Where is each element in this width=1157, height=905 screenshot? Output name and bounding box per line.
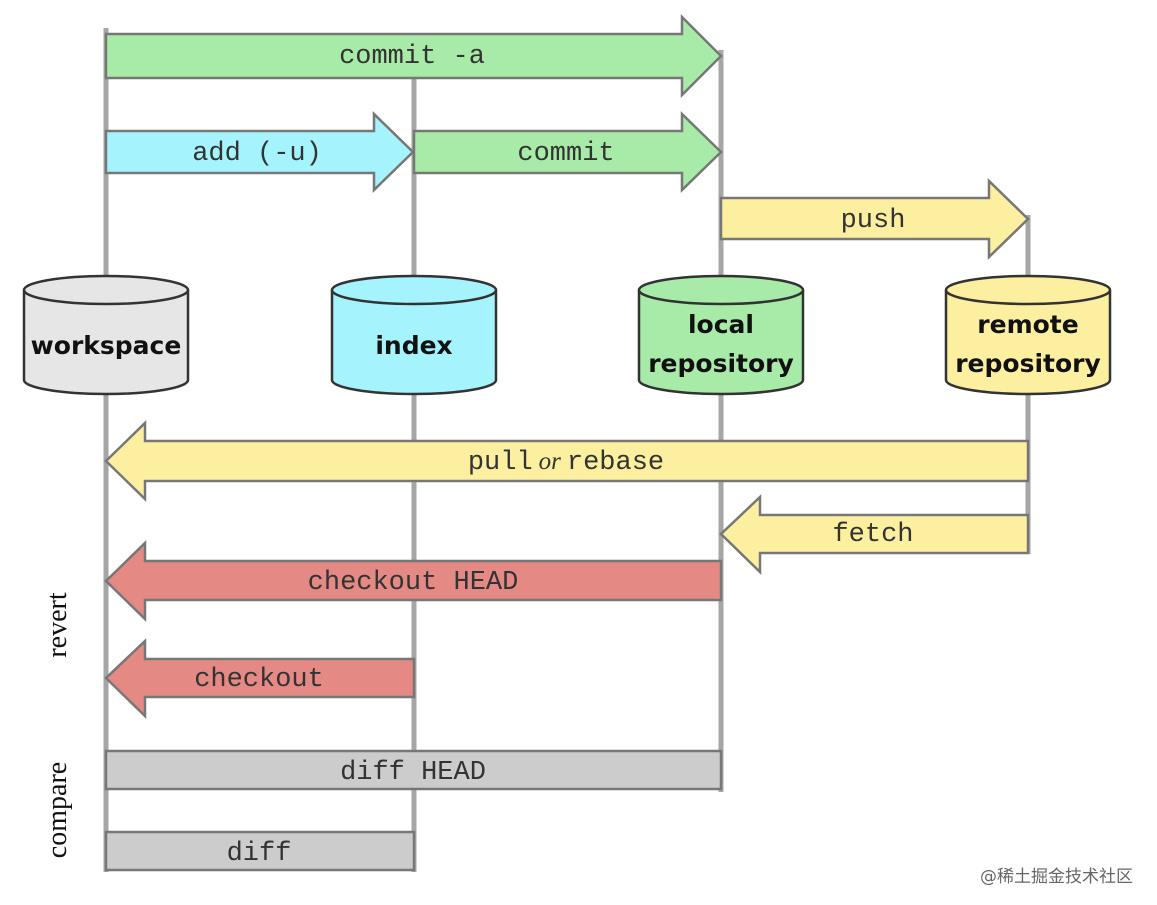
fetch-arrow — [719, 494, 1030, 575]
local-repository-store: local repository — [637, 274, 805, 396]
fetch-label: fetch — [832, 520, 913, 550]
compare-label: compare — [42, 762, 73, 858]
commit-a-label: commit -a — [339, 42, 485, 72]
commit-a-arrow — [104, 13, 723, 99]
add-arrow — [104, 111, 415, 193]
workspace-store: workspace — [22, 274, 190, 396]
checkout-arrow — [104, 638, 416, 719]
push-arrow — [719, 178, 1030, 260]
commit-label: commit — [517, 139, 614, 169]
pull-text: pull — [468, 448, 533, 478]
diff-bar — [104, 830, 416, 872]
or-text: or — [539, 448, 562, 475]
diff-label: diff — [227, 839, 292, 869]
watermark: @稀土掘金技术社区 — [980, 867, 1133, 887]
index-label: index — [375, 331, 452, 360]
remote-label-line1: remote — [977, 310, 1078, 339]
diff-head-label: diff HEAD — [340, 758, 486, 788]
checkout-label: checkout — [194, 665, 324, 695]
push-label: push — [841, 206, 906, 236]
workspace-label: workspace — [31, 331, 182, 360]
add-label: add (-u) — [192, 139, 322, 169]
checkout-head-arrow — [104, 540, 723, 622]
index-store: index — [330, 274, 498, 396]
pull-rebase-arrow — [104, 420, 1030, 502]
local-label-line1: local — [688, 310, 754, 339]
local-label-line2: repository — [648, 349, 794, 378]
revert-label: revert — [42, 592, 73, 658]
checkout-head-label: checkout HEAD — [308, 568, 519, 598]
remote-repository-store: remote repository — [944, 274, 1112, 396]
remote-label-line2: repository — [955, 349, 1101, 378]
commit-arrow — [412, 111, 723, 193]
diff-head-bar — [104, 749, 723, 791]
rebase-text: rebase — [567, 448, 664, 478]
